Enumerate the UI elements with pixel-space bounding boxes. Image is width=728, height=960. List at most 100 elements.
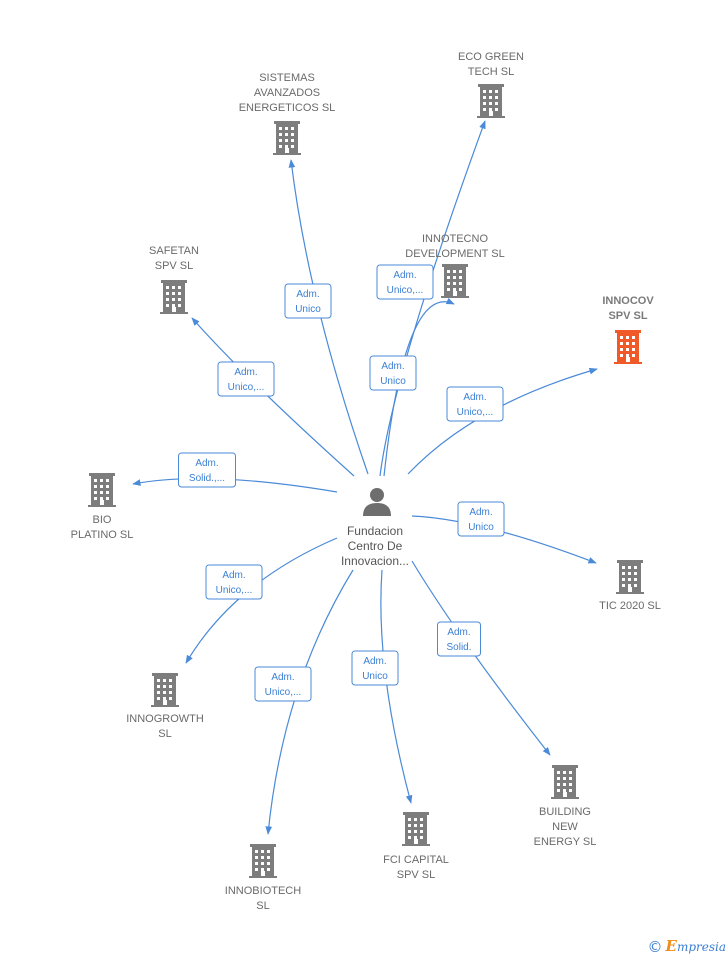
relation-label-sistemas-avanzados[interactable]: Adm.Unico bbox=[284, 283, 332, 319]
building-icon bbox=[441, 264, 469, 298]
relation-label-box bbox=[457, 501, 505, 537]
company-node-fci-capital[interactable]: FCI CAPITAL SPV SL bbox=[383, 812, 449, 881]
company-node-sistemas-avanzados[interactable]: SISTEMAS AVANZADOS ENERGETICOS SL bbox=[239, 72, 336, 155]
relation-label-text: Unico,... bbox=[216, 585, 253, 596]
relation-label-box bbox=[205, 564, 263, 600]
relation-label-text: Adm. bbox=[393, 270, 416, 281]
relation-label-text: Unico,... bbox=[387, 285, 424, 296]
relation-label-innobiotech[interactable]: Adm. Unico,... bbox=[254, 666, 312, 702]
relation-label-text: Unico bbox=[362, 671, 388, 682]
relation-label-box bbox=[446, 386, 504, 422]
company-name: ENERGY SL bbox=[534, 836, 597, 848]
relation-label-text: Adm. bbox=[222, 570, 245, 581]
center-name: Centro De bbox=[348, 539, 403, 553]
company-node-innobiotech[interactable]: INNOBIOTECH SL bbox=[225, 844, 301, 912]
relation-label-text: Adm. bbox=[271, 672, 294, 683]
company-name: INNOGROWTH bbox=[126, 713, 204, 725]
footer-brand: © Empresia bbox=[648, 937, 727, 956]
company-node-innogrowth[interactable]: INNOGROWTH SL bbox=[126, 673, 204, 740]
relation-label-text: Unico,... bbox=[265, 687, 302, 698]
relation-label-box bbox=[178, 452, 236, 488]
building-icon bbox=[160, 280, 188, 314]
relation-label-text: Unico,... bbox=[228, 382, 265, 393]
relation-label-fci-capital[interactable]: Adm. Unico bbox=[351, 650, 399, 686]
company-name: SL bbox=[256, 900, 269, 912]
relation-label-building-new-energy[interactable]: Adm. Solid. bbox=[437, 621, 481, 657]
relation-label-text: Adm. bbox=[381, 361, 404, 372]
company-name: SISTEMAS bbox=[259, 72, 315, 84]
relation-label-text: Adm. bbox=[234, 367, 257, 378]
company-name: SPV SL bbox=[397, 869, 436, 881]
relation-label-innogrowth[interactable]: Adm. Unico,... bbox=[205, 564, 263, 600]
relation-label-box bbox=[254, 666, 312, 702]
company-name: FCI CAPITAL bbox=[383, 854, 449, 866]
building-icon bbox=[402, 812, 430, 846]
relation-label-text: Adm. bbox=[469, 507, 492, 518]
building-icon bbox=[551, 765, 579, 799]
edge-to-building-new-energy bbox=[411, 560, 551, 756]
relation-label-text: Unico bbox=[380, 376, 406, 387]
relation-label-box bbox=[284, 283, 332, 319]
relation-label-text: Unico,... bbox=[457, 407, 494, 418]
copyright-icon: © bbox=[647, 937, 663, 956]
company-node-innocov[interactable]: INNOCOV SPV SL bbox=[602, 295, 654, 364]
brand-rest: mpresia bbox=[676, 940, 726, 954]
relation-label-eco-green-tech[interactable]: Adm. Unico bbox=[369, 355, 417, 391]
relation-label-box bbox=[437, 621, 481, 657]
person-icon bbox=[363, 488, 391, 516]
company-name: SPV SL bbox=[608, 310, 647, 322]
relation-label-text: Solid.,... bbox=[189, 473, 225, 484]
company-name: DEVELOPMENT SL bbox=[405, 248, 504, 260]
building-icon bbox=[249, 844, 277, 878]
company-node-safetan[interactable]: SAFETAN SPV SL bbox=[149, 245, 199, 314]
company-name: SL bbox=[158, 728, 171, 740]
company-node-eco-green-tech[interactable]: ECO GREEN TECH SL bbox=[458, 51, 524, 118]
brand-initial: E bbox=[665, 937, 677, 955]
company-name: PLATINO SL bbox=[71, 529, 134, 541]
relation-label-text: Adm. bbox=[463, 392, 486, 403]
building-icon bbox=[616, 560, 644, 594]
company-name: SPV SL bbox=[155, 260, 194, 272]
building-icon bbox=[477, 84, 505, 118]
relation-label-text: Adm. bbox=[447, 627, 470, 638]
company-name: AVANZADOS bbox=[254, 87, 320, 99]
company-node-building-new-energy[interactable]: BUILDING NEW ENERGY SL bbox=[534, 765, 597, 848]
relation-label-box bbox=[376, 264, 434, 300]
relation-label-text: Solid. bbox=[446, 642, 471, 653]
relation-label-box bbox=[369, 355, 417, 391]
relation-label-safetan[interactable]: Adm. Unico,... bbox=[217, 361, 275, 397]
building-icon bbox=[614, 330, 642, 364]
relation-label-text: Adm. bbox=[195, 458, 218, 469]
relation-label-bio-platino[interactable]: Adm. Solid.,... bbox=[178, 452, 236, 488]
relation-label-text: Adm. bbox=[363, 656, 386, 667]
relation-label-text: Unico bbox=[468, 522, 494, 533]
edge-to-innocov bbox=[407, 367, 598, 475]
company-name: INNOBIOTECH bbox=[225, 885, 301, 897]
company-node-bio-platino[interactable]: BIO PLATINO SL bbox=[71, 473, 134, 541]
edge-to-fci-capital bbox=[380, 569, 413, 804]
company-node-tic-2020[interactable]: TIC 2020 SL bbox=[599, 560, 661, 612]
relation-label-text: Adm. bbox=[296, 289, 319, 300]
center-name: Fundacion bbox=[347, 524, 403, 538]
company-name: NEW bbox=[552, 821, 578, 833]
building-icon bbox=[88, 473, 116, 507]
company-name: ENERGETICOS SL bbox=[239, 102, 336, 114]
edge-to-safetan bbox=[191, 317, 355, 477]
company-name: ECO GREEN bbox=[458, 51, 524, 63]
relation-label-innotecno[interactable]: Adm. Unico,... bbox=[376, 264, 434, 300]
relation-label-tic-2020[interactable]: Adm. Unico bbox=[457, 501, 505, 537]
company-name: BUILDING bbox=[539, 806, 591, 818]
company-name: TECH SL bbox=[468, 66, 514, 78]
nodes-layer: ECO GREEN TECH SL SISTEMAS AVANZADOS ENERGET… bbox=[71, 51, 661, 912]
building-icon bbox=[273, 121, 301, 155]
company-name: TIC 2020 SL bbox=[599, 600, 661, 612]
company-name: INNOCOV bbox=[602, 295, 654, 307]
company-name: BIO bbox=[93, 514, 112, 526]
relation-label-innocov[interactable]: Adm. Unico,... bbox=[446, 386, 504, 422]
company-name: SAFETAN bbox=[149, 245, 199, 257]
edge-to-innobiotech bbox=[265, 569, 354, 835]
relation-label-box bbox=[351, 650, 399, 686]
